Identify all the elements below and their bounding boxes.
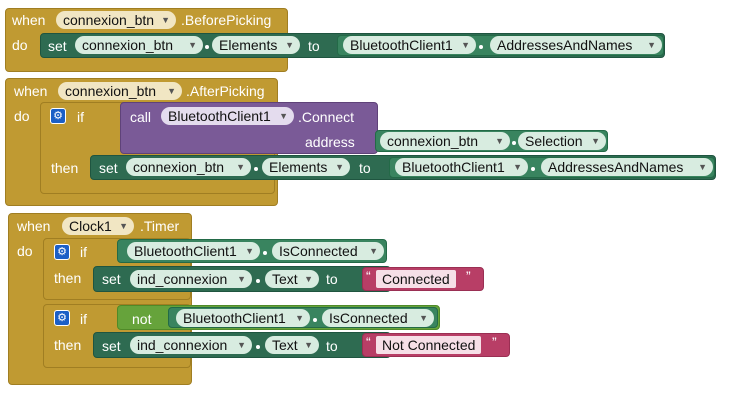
when-keyword: when	[14, 83, 48, 99]
then-keyword: then	[51, 160, 79, 176]
gear-icon[interactable]: ⚙	[50, 108, 66, 124]
source-property-dropdown[interactable]: AddressesAndNames▼	[490, 36, 662, 54]
chevron-down-icon: ▼	[591, 136, 600, 146]
dot-separator	[512, 141, 516, 145]
text-value-field[interactable]: Connected	[376, 270, 456, 288]
source-component-dropdown[interactable]: BluetoothClient1▼	[343, 36, 476, 54]
chevron-down-icon: ▼	[698, 162, 707, 172]
chevron-down-icon: ▼	[369, 246, 378, 256]
chevron-down-icon: ▼	[295, 313, 304, 323]
set-keyword: set	[48, 38, 67, 54]
address-property-dropdown[interactable]: Selection▼	[518, 132, 606, 150]
to-keyword: to	[308, 38, 320, 54]
source-property-dropdown[interactable]: AddressesAndNames▼	[541, 158, 713, 176]
set-property-dropdown[interactable]: Text▼	[265, 270, 319, 288]
dot-separator	[313, 318, 317, 322]
dot-separator	[205, 45, 209, 49]
dot-separator	[479, 45, 483, 49]
close-quote: ”	[492, 334, 497, 350]
set-component-dropdown[interactable]: connexion_btn▼	[126, 158, 251, 176]
source-component-dropdown[interactable]: BluetoothClient1▼	[395, 158, 528, 176]
cond2-component-dropdown[interactable]: BluetoothClient1▼	[176, 309, 310, 327]
chevron-down-icon: ▼	[119, 221, 128, 231]
method-name: .Connect	[298, 109, 355, 125]
cond2-property-dropdown[interactable]: IsConnected▼	[322, 309, 434, 327]
set-keyword: set	[99, 160, 118, 176]
chevron-down-icon: ▼	[285, 40, 294, 50]
address-component-dropdown[interactable]: connexion_btn▼	[380, 132, 510, 150]
chevron-down-icon: ▼	[304, 340, 313, 350]
when-keyword: when	[17, 218, 51, 234]
do-keyword: do	[17, 243, 33, 259]
clock-dropdown[interactable]: Clock1▼	[62, 217, 134, 235]
chevron-down-icon: ▼	[161, 15, 170, 25]
set-property-dropdown[interactable]: Elements▼	[262, 158, 350, 176]
chevron-down-icon: ▼	[279, 111, 288, 121]
chevron-down-icon: ▼	[245, 246, 254, 256]
to-keyword: to	[326, 271, 338, 287]
if-keyword: if	[80, 244, 87, 260]
set-component-dropdown[interactable]: connexion_btn▼	[75, 36, 203, 54]
component-dropdown[interactable]: connexion_btn▼	[56, 11, 176, 29]
dot-separator	[254, 167, 258, 171]
call-component-dropdown[interactable]: BluetoothClient1▼	[161, 107, 294, 125]
chevron-down-icon: ▼	[237, 274, 246, 284]
set-component-dropdown[interactable]: ind_connexion▼	[130, 336, 252, 354]
chevron-down-icon: ▼	[167, 86, 176, 96]
dot-separator	[263, 251, 267, 255]
text-value-field[interactable]: Not Connected	[376, 336, 482, 354]
gear-icon[interactable]: ⚙	[54, 244, 70, 260]
chevron-down-icon: ▼	[647, 40, 656, 50]
event-name: .BeforePicking	[181, 12, 272, 28]
cond1-property-dropdown[interactable]: IsConnected▼	[272, 242, 384, 260]
do-keyword: do	[12, 37, 28, 53]
call-keyword: call	[130, 109, 152, 125]
then-keyword: then	[54, 337, 82, 353]
gear-icon[interactable]: ⚙	[54, 310, 70, 326]
chevron-down-icon: ▼	[513, 162, 522, 172]
set-component-dropdown[interactable]: ind_connexion▼	[130, 270, 252, 288]
if-keyword: if	[77, 109, 84, 125]
chevron-down-icon: ▼	[461, 40, 470, 50]
cond1-component-dropdown[interactable]: BluetoothClient1▼	[127, 242, 260, 260]
set-keyword: set	[102, 338, 121, 354]
set-property-dropdown[interactable]: Text▼	[265, 336, 319, 354]
component-dropdown[interactable]: connexion_btn▼	[58, 82, 182, 100]
open-quote: “	[366, 334, 371, 350]
chevron-down-icon: ▼	[304, 274, 313, 284]
when-keyword: when	[12, 12, 46, 28]
close-quote: ”	[466, 268, 471, 284]
chevron-down-icon: ▼	[419, 313, 428, 323]
dot-separator	[256, 345, 260, 349]
dot-separator	[531, 167, 535, 171]
chevron-down-icon: ▼	[188, 40, 197, 50]
chevron-down-icon: ▼	[236, 162, 245, 172]
dot-separator	[256, 279, 260, 283]
event-name: .Timer	[140, 218, 180, 234]
chevron-down-icon: ▼	[237, 340, 246, 350]
if-keyword: if	[80, 311, 87, 327]
set-property-dropdown[interactable]: Elements▼	[212, 36, 300, 54]
set-keyword: set	[102, 271, 121, 287]
to-keyword: to	[326, 338, 338, 354]
then-keyword: then	[54, 270, 82, 286]
chevron-down-icon: ▼	[495, 136, 504, 146]
chevron-down-icon: ▼	[335, 162, 344, 172]
to-keyword: to	[359, 160, 371, 176]
do-keyword: do	[14, 108, 30, 124]
event-name: .AfterPicking	[186, 83, 265, 99]
open-quote: “	[366, 268, 371, 284]
not-keyword: not	[132, 311, 152, 327]
address-label: address	[305, 134, 355, 150]
